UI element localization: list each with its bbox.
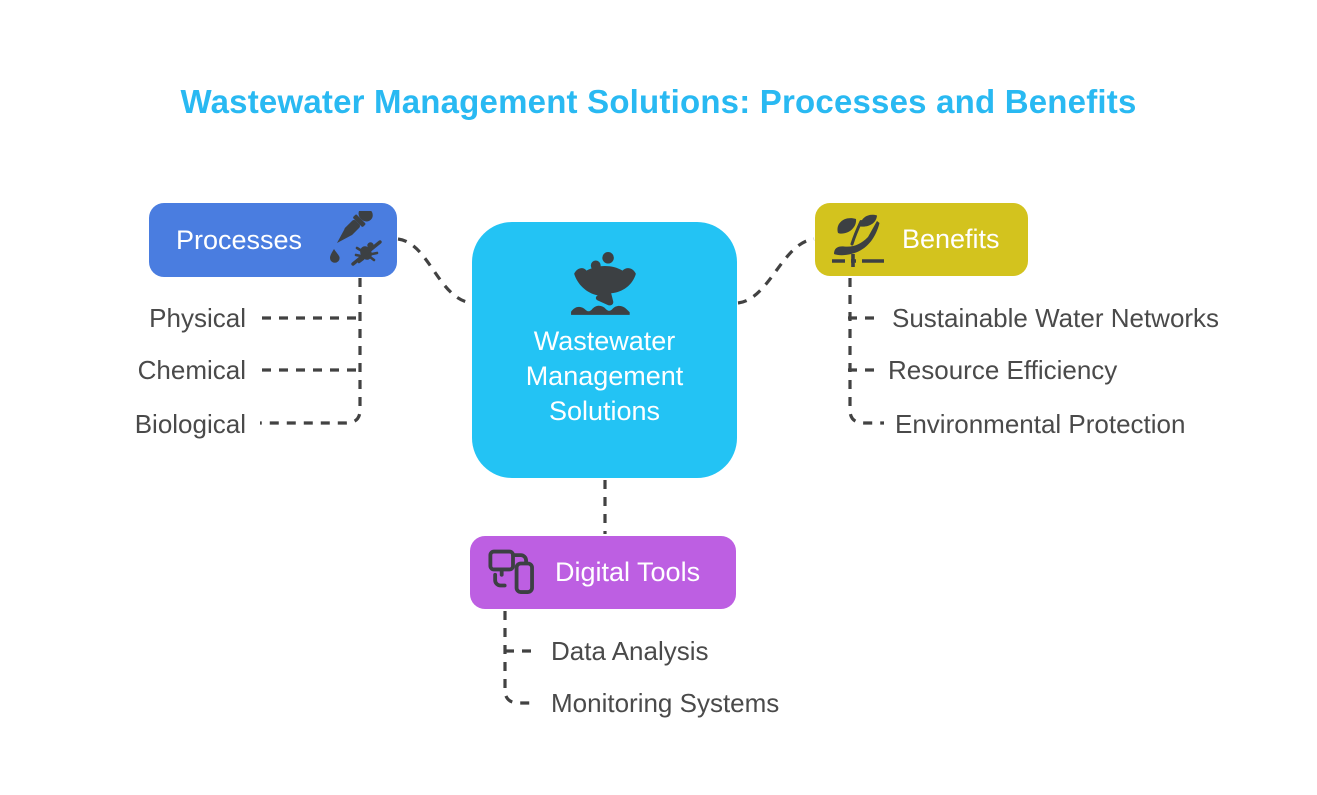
benefit-item-sustainable-water-networks[interactable]: Sustainable Water Networks — [892, 303, 1220, 333]
center-label-line-2: Management — [525, 361, 684, 391]
benefit-item-resource-efficiency[interactable]: Resource Efficiency — [888, 355, 1118, 385]
digital-tools-node[interactable]: Digital Tools — [470, 536, 736, 609]
center-label-line-3: Solutions — [548, 396, 661, 426]
plant-growth-icon — [829, 212, 887, 268]
connector-benefits-items — [848, 278, 884, 425]
benefits-node-label: Benefits — [902, 224, 1000, 254]
center-node-label: Wastewater Management Solutions — [526, 324, 684, 429]
connector-processes-center — [397, 237, 472, 305]
process-item-chemical[interactable]: Chemical — [137, 355, 246, 385]
page-title: Wastewater Management Solutions: Process… — [180, 83, 1137, 120]
process-item-biological[interactable]: Biological — [134, 409, 246, 439]
benefits-node[interactable]: Benefits — [815, 203, 1028, 276]
fountain-water-icon — [569, 252, 641, 316]
connector-processes-items — [260, 278, 362, 425]
digital-tools-node-label: Digital Tools — [555, 557, 701, 587]
digital-item-data-analysis[interactable]: Data Analysis — [551, 636, 709, 666]
center-label-line-1: Wastewater — [533, 326, 676, 356]
benefit-item-environmental-protection[interactable]: Environmental Protection — [895, 409, 1186, 439]
processes-node-label: Processes — [176, 224, 303, 255]
process-item-physical[interactable]: Physical — [149, 303, 246, 333]
connector-center-benefits — [737, 237, 815, 305]
digital-item-monitoring-systems[interactable]: Monitoring Systems — [551, 688, 780, 718]
center-node-wastewater[interactable]: Wastewater Management Solutions — [472, 222, 737, 478]
connector-digital-items — [503, 611, 537, 705]
dropper-treatment-icon — [325, 211, 385, 269]
processes-node[interactable]: Processes — [149, 203, 397, 277]
connected-devices-icon — [485, 548, 541, 598]
